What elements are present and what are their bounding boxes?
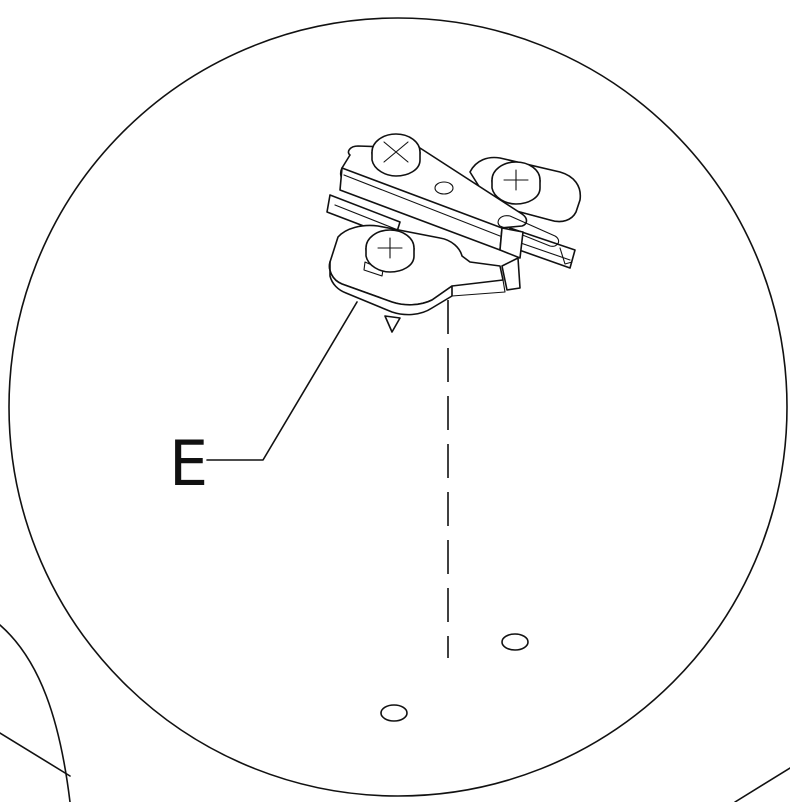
mounting-hole — [380, 704, 408, 722]
screw — [371, 133, 421, 177]
callout-label-e: E — [169, 427, 208, 500]
adjacent-part-edge-right — [734, 767, 790, 802]
mounting-hole — [501, 633, 529, 651]
screw — [491, 161, 541, 205]
callout-leader-line — [206, 301, 358, 461]
adjacent-part-outline — [0, 624, 71, 802]
screw — [365, 229, 415, 273]
detail-circle — [8, 17, 788, 797]
adjacent-part-edge — [0, 732, 71, 777]
